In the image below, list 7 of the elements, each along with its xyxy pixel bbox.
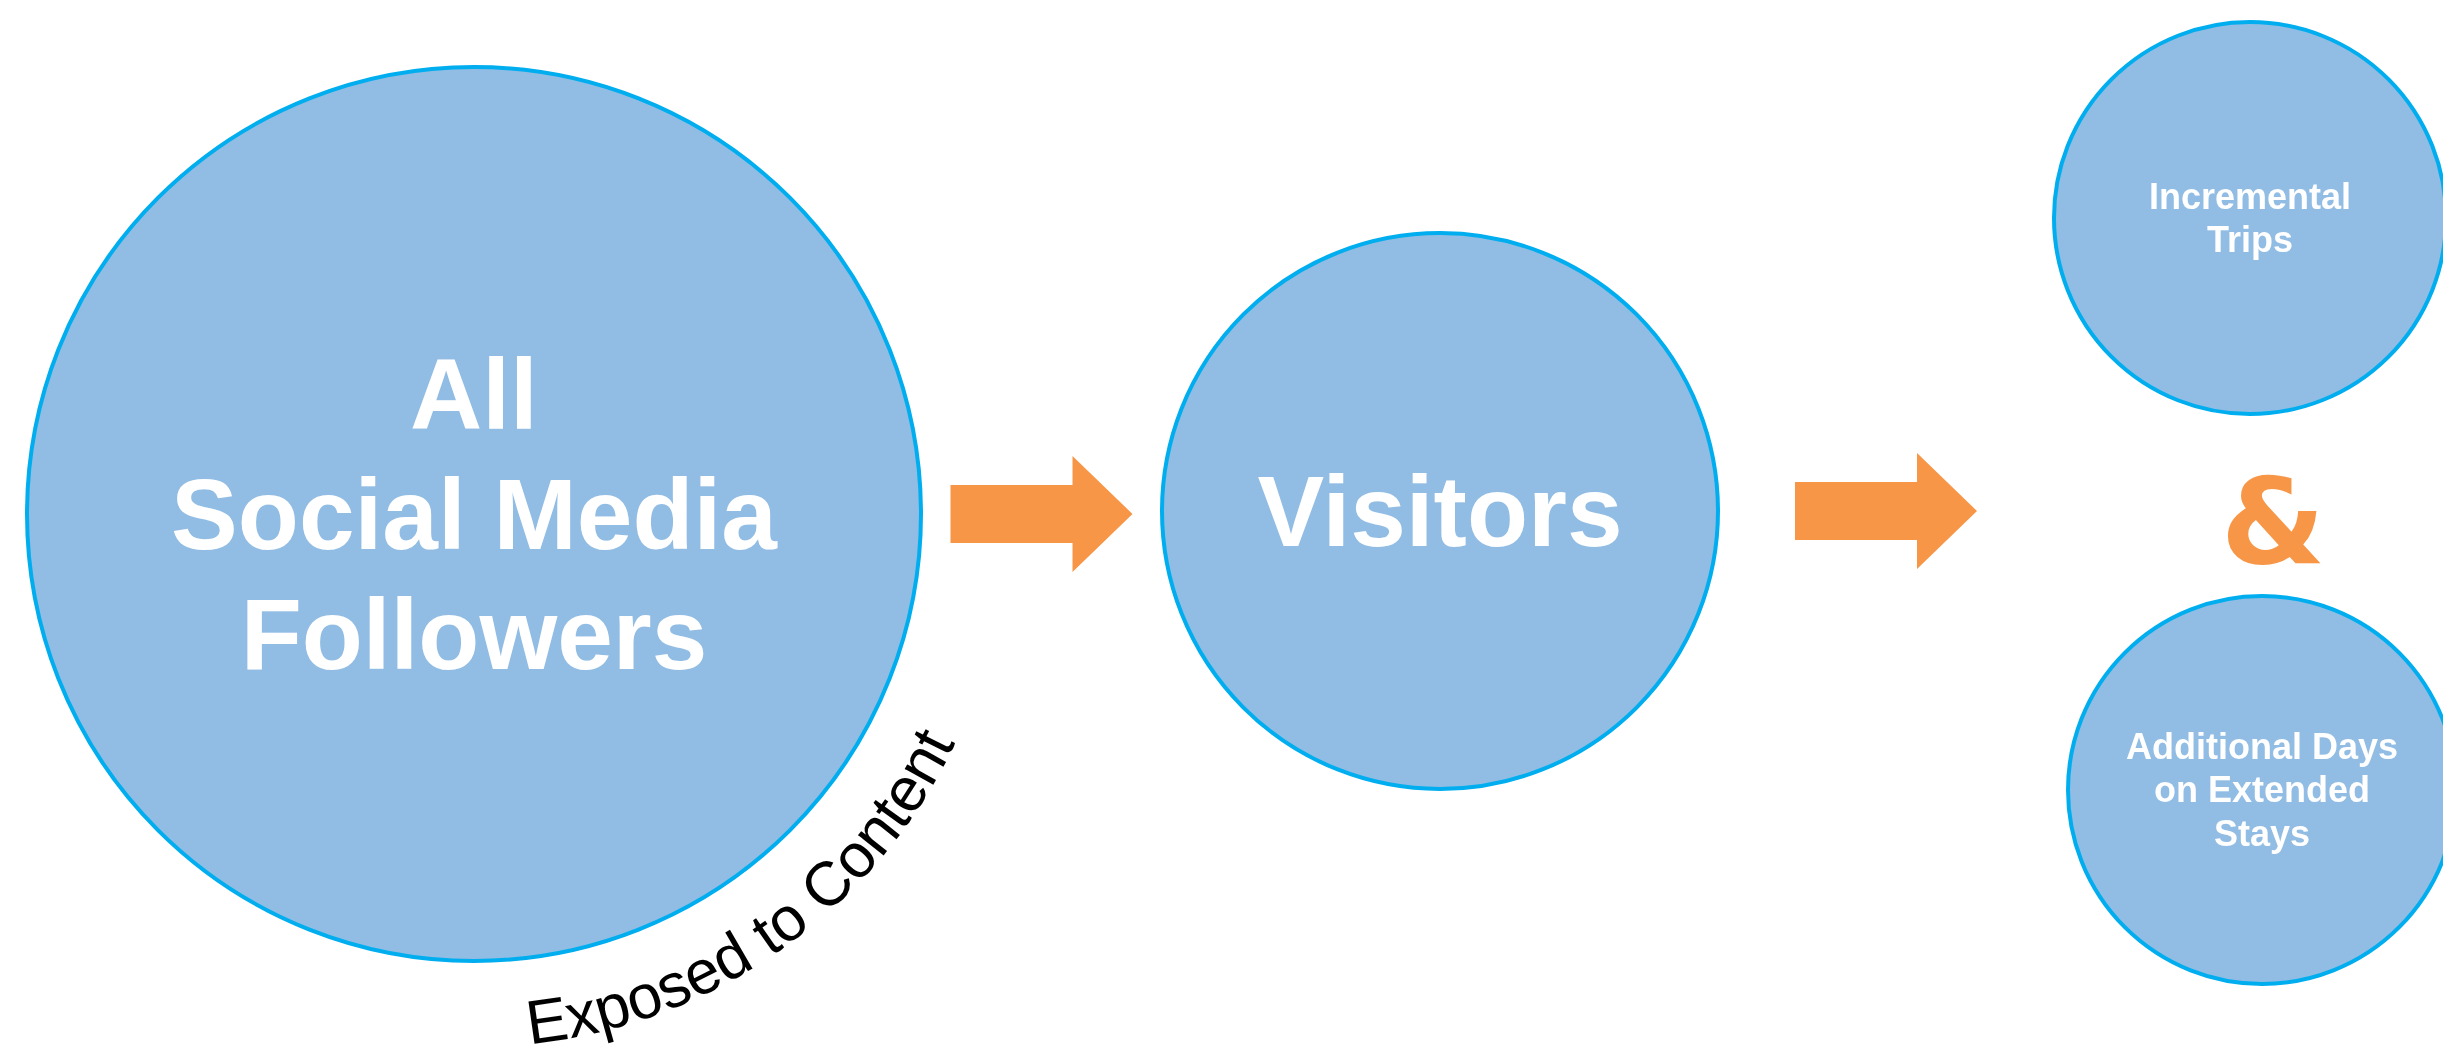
node-label: Incremental Trips (2147, 174, 2353, 262)
ampersand-label: & (2220, 462, 2326, 582)
node-label: All Social Media Followers (170, 337, 779, 692)
block-arrow (950, 456, 1133, 572)
block-arrow (1795, 453, 1977, 569)
node-label: Visitors (1256, 454, 1624, 569)
node-label: Additional Days on Extended Stays (2124, 725, 2399, 855)
